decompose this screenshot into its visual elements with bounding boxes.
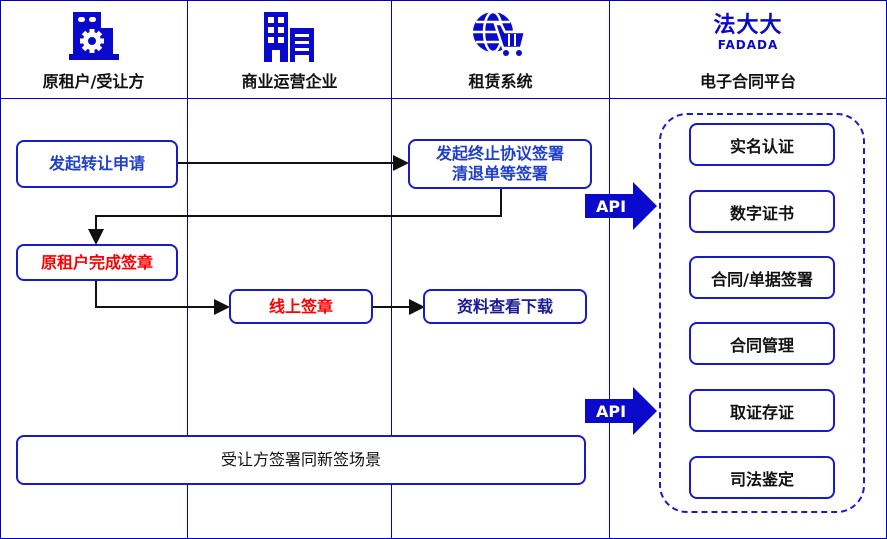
office-building-icon [260,10,320,66]
original-tenant-sign-box: 原租户完成签章 [16,244,178,281]
lane-divider [391,0,392,539]
service-digital-certificate: 数字证书 [689,190,835,233]
lane-divider [187,0,188,539]
arrow-termination-to-tenant-sign [88,188,502,245]
termination-line-2: 清退单等签署 [451,164,548,183]
lane-title: 原租户/受让方 [42,72,145,91]
lane-title: 租赁系统 [468,72,533,91]
lane-title: 商业运营企业 [241,72,338,91]
lane-header-leasing-system: 租赁系统 [392,0,609,98]
api-label: API [595,401,627,421]
lane-header-tenant: 原租户/受让方 [0,0,187,98]
arrow-tenant-sign-to-online-sign [95,280,230,315]
termination-line-1: 发起终止协议签署 [435,144,564,163]
service-contract-signing: 合同/单据签署 [689,256,835,299]
initiate-transfer-box: 发起转让申请 [16,140,178,188]
lane-divider [609,0,610,539]
termination-agreement-box: 发起终止协议签署 清退单等签署 [408,139,592,189]
lane-header-econtract-platform: 法大大 FADADA 电子合同平台 [610,0,886,98]
logo-en: FADADA [717,38,779,52]
platform-services-group [659,113,865,513]
assignee-scene-box: 受让方签署同新签场景 [16,435,586,485]
lane-title: 电子合同平台 [699,72,796,91]
service-real-name-auth: 实名认证 [689,123,835,166]
api-arrow: API [585,182,657,230]
logo-cn: 法大大 [713,13,783,38]
lane-header-operator: 商业运营企业 [188,0,391,98]
fadada-logo: 法大大 FADADA [703,13,793,53]
api-arrow: API [585,387,657,435]
header-divider [0,98,887,99]
service-contract-management: 合同管理 [689,322,835,365]
view-download-box: 资料查看下载 [423,289,587,324]
globe-cart-icon [471,10,531,62]
api-label: API [595,196,627,216]
online-sign-box: 线上签章 [229,289,373,324]
building-gear-icon [65,10,123,66]
service-judicial-appraisal: 司法鉴定 [689,456,835,499]
service-evidence-storage: 取证存证 [689,389,835,432]
